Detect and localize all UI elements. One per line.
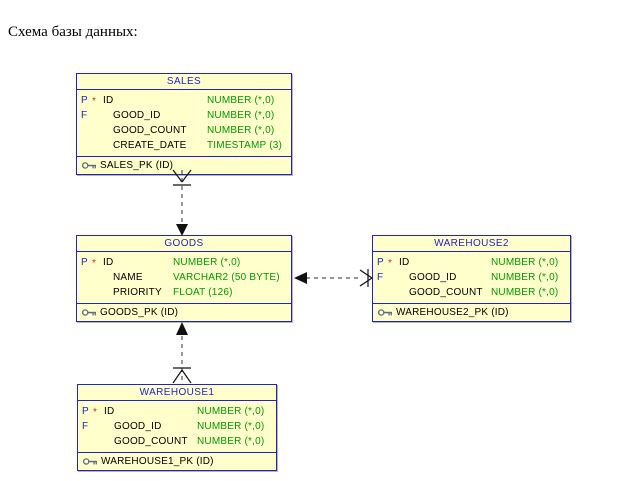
- entity-warehouse1-primary-key: WAREHOUSE1_PK (ID): [78, 453, 276, 470]
- attribute-type: NUMBER (*,0): [491, 257, 559, 268]
- attribute-type: NUMBER (*,0): [491, 272, 559, 283]
- primary-key-label: WAREHOUSE1_PK (ID): [101, 456, 214, 467]
- attribute-type: NUMBER (*,0): [197, 436, 265, 447]
- attribute-name: GOOD_ID: [409, 272, 457, 283]
- entity-sales-title: SALES: [77, 74, 291, 90]
- entity-warehouse1[interactable]: WAREHOUSE1 P * ID NUMBER (*,0) F GOOD_ID…: [77, 384, 277, 471]
- arrow-marker: [176, 224, 188, 236]
- entity-warehouse1-attributes: P * ID NUMBER (*,0) F GOOD_ID NUMBER (*,…: [78, 401, 276, 453]
- key-icon: [378, 309, 392, 316]
- attribute-row: F GOOD_ID NUMBER (*,0): [373, 270, 570, 285]
- attribute-key-flag: P: [377, 257, 384, 268]
- entity-goods[interactable]: GOODS P * ID NUMBER (*,0) NAME VARCHAR2 …: [76, 235, 292, 322]
- entity-sales[interactable]: SALES P * ID NUMBER (*,0) F GOOD_ID NUMB…: [76, 73, 292, 175]
- attribute-key-flag: P: [81, 257, 88, 268]
- attribute-key-flag: F: [377, 272, 384, 283]
- attribute-type: NUMBER (*,0): [197, 421, 265, 432]
- attribute-key-flag: P: [82, 406, 89, 417]
- attribute-key-flag: P: [81, 95, 88, 106]
- attribute-type: NUMBER (*,0): [207, 110, 275, 121]
- attribute-name: GOOD_ID: [113, 110, 161, 121]
- attribute-required-marker: *: [388, 258, 392, 269]
- arrow-marker: [176, 322, 188, 335]
- key-icon: [82, 309, 96, 316]
- key-icon: [83, 458, 97, 465]
- attribute-required-marker: *: [92, 258, 96, 269]
- key-icon: [82, 162, 96, 169]
- entity-sales-primary-key: SALES_PK (ID): [77, 157, 291, 174]
- entity-goods-title: GOODS: [77, 236, 291, 252]
- attribute-type: VARCHAR2 (50 BYTE): [173, 272, 280, 283]
- attribute-name: GOOD_COUNT: [114, 436, 188, 447]
- attribute-row: P * ID NUMBER (*,0): [77, 255, 291, 270]
- primary-key-label: SALES_PK (ID): [100, 160, 174, 171]
- arrow-marker: [294, 272, 307, 284]
- attribute-row: F GOOD_ID NUMBER (*,0): [78, 419, 276, 434]
- entity-sales-attributes: P * ID NUMBER (*,0) F GOOD_ID NUMBER (*,…: [77, 90, 291, 157]
- attribute-row: P * ID NUMBER (*,0): [373, 255, 570, 270]
- entity-warehouse1-title: WAREHOUSE1: [78, 385, 276, 401]
- attribute-key-flag: F: [81, 110, 88, 121]
- attribute-row: P * ID NUMBER (*,0): [77, 93, 291, 108]
- attribute-name: GOOD_COUNT: [409, 287, 483, 298]
- crows-foot-marker: [359, 269, 373, 287]
- attribute-name: GOOD_COUNT: [113, 125, 187, 136]
- attribute-required-marker: *: [92, 96, 96, 107]
- attribute-row: PRIORITY FLOAT (126): [77, 285, 291, 300]
- attribute-name: CREATE_DATE: [113, 140, 187, 151]
- attribute-row: GOOD_COUNT NUMBER (*,0): [77, 123, 291, 138]
- entity-goods-attributes: P * ID NUMBER (*,0) NAME VARCHAR2 (50 BY…: [77, 252, 291, 304]
- attribute-type: NUMBER (*,0): [207, 125, 275, 136]
- attribute-name: ID: [103, 257, 114, 268]
- crows-foot-marker: [172, 169, 192, 186]
- entity-warehouse2[interactable]: WAREHOUSE2 P * ID NUMBER (*,0) F GOOD_ID…: [372, 235, 571, 322]
- attribute-row: GOOD_COUNT NUMBER (*,0): [373, 285, 570, 300]
- attribute-name: ID: [104, 406, 115, 417]
- entity-goods-primary-key: GOODS_PK (ID): [77, 304, 291, 321]
- attribute-name: NAME: [113, 272, 143, 283]
- primary-key-label: WAREHOUSE2_PK (ID): [396, 307, 509, 318]
- attribute-type: NUMBER (*,0): [197, 406, 265, 417]
- attribute-name: ID: [399, 257, 410, 268]
- primary-key-label: GOODS_PK (ID): [100, 307, 179, 318]
- attribute-type: NUMBER (*,0): [173, 257, 241, 268]
- attribute-row: P * ID NUMBER (*,0): [78, 404, 276, 419]
- page-title: Схема базы данных:: [8, 24, 138, 40]
- attribute-name: PRIORITY: [113, 287, 162, 298]
- attribute-row: F GOOD_ID NUMBER (*,0): [77, 108, 291, 123]
- attribute-type: NUMBER (*,0): [491, 287, 559, 298]
- relationship-sales-goods[interactable]: [160, 168, 204, 238]
- attribute-required-marker: *: [93, 407, 97, 418]
- relationship-warehouse2-goods[interactable]: [292, 262, 374, 294]
- attribute-type: FLOAT (126): [173, 287, 233, 298]
- attribute-key-flag: F: [82, 421, 89, 432]
- relationship-warehouse1-goods[interactable]: [160, 322, 204, 384]
- entity-warehouse2-attributes: P * ID NUMBER (*,0) F GOOD_ID NUMBER (*,…: [373, 252, 570, 304]
- attribute-row: NAME VARCHAR2 (50 BYTE): [77, 270, 291, 285]
- attribute-type: TIMESTAMP (3): [207, 140, 283, 151]
- attribute-row: CREATE_DATE TIMESTAMP (3): [77, 138, 291, 153]
- attribute-type: NUMBER (*,0): [207, 95, 275, 106]
- entity-warehouse2-title: WAREHOUSE2: [373, 236, 570, 252]
- crows-foot-marker: [172, 367, 192, 384]
- attribute-row: GOOD_COUNT NUMBER (*,0): [78, 434, 276, 449]
- attribute-name: GOOD_ID: [114, 421, 162, 432]
- attribute-name: ID: [103, 95, 114, 106]
- entity-warehouse2-primary-key: WAREHOUSE2_PK (ID): [373, 304, 570, 321]
